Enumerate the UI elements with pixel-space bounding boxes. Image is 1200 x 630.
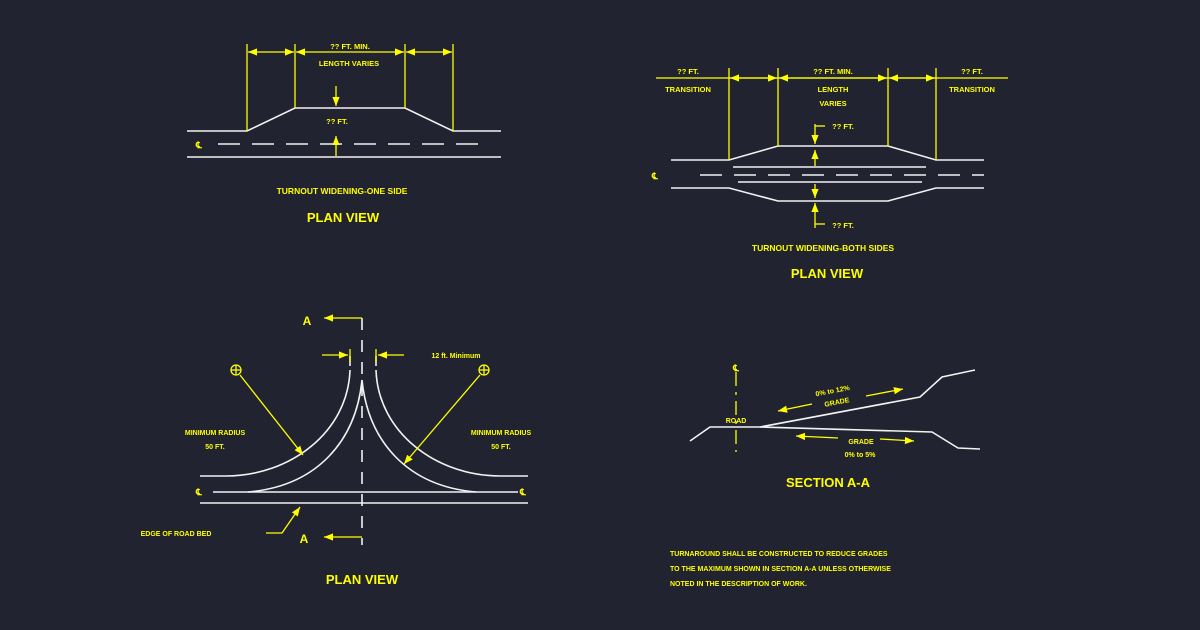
centerline-symbol: ℄	[732, 363, 739, 373]
note-line-1: TURNAROUND SHALL BE CONSTRUCTED TO REDUC…	[670, 551, 888, 558]
inner-curve-right	[361, 379, 477, 493]
both-sides-widening-plan: ℄ ?? FT. TRANSITION ?? FT. MIN. LENGTH V…	[651, 67, 1008, 281]
radius-arrow-right	[403, 374, 481, 465]
plan-view-label: PLAN VIEW	[791, 266, 864, 281]
road-edge-bottom	[671, 187, 984, 202]
radius-center-icon	[478, 364, 490, 376]
radius-label-left: MINIMUM RADIUS	[185, 430, 246, 437]
radius-label-right: MINIMUM RADIUS	[471, 430, 532, 437]
both-sides-caption: TURNOUT WIDENING-BOTH SIDES	[752, 243, 894, 253]
length-varies-label: LENGTH VARIES	[319, 59, 379, 68]
min-length-label: ?? FT. MIN.	[813, 67, 853, 76]
centerline-symbol: ℄	[195, 140, 202, 150]
length-label: LENGTH	[818, 85, 849, 94]
section-title: SECTION A-A	[786, 475, 871, 490]
plan-view-label: PLAN VIEW	[307, 210, 380, 225]
note-line-2: TO THE MAXIMUM SHOWN IN SECTION A-A UNLE…	[670, 566, 891, 573]
varies-label: VARIES	[819, 99, 846, 108]
min-length-label: ?? FT. MIN.	[330, 42, 370, 51]
left-transition-width: ?? FT.	[677, 67, 699, 76]
plan-view-label: PLAN VIEW	[326, 572, 399, 587]
lower-grade-arrow-right	[879, 436, 915, 445]
edge-leader-arrow	[266, 506, 301, 534]
right-transition-label: TRANSITION	[949, 85, 995, 94]
centerline-symbol: ℄	[519, 487, 526, 497]
upper-grade-arrow-left	[777, 403, 813, 413]
right-transition-width: ?? FT.	[961, 67, 983, 76]
inner-curve-left	[247, 379, 363, 493]
centerline-symbol: ℄	[651, 171, 658, 181]
section-a-marker-top: A	[303, 314, 312, 328]
section-a-a: ℄ ROAD 0% to 12% GRADE GRADE 0% to 5% SE…	[689, 363, 981, 490]
radius-center-icon	[230, 364, 242, 376]
road-edge-top-right	[375, 369, 528, 477]
road-edge-top	[187, 107, 501, 132]
centerline-symbol: ℄	[195, 487, 202, 497]
upper-grade-range: 0% to 12%	[815, 385, 851, 399]
width-label: ?? FT.	[326, 117, 348, 126]
upper-grade-arrow-right	[865, 387, 904, 397]
section-a-marker-bottom: A	[300, 532, 309, 546]
top-width-label: ?? FT.	[832, 122, 854, 131]
road-edge-top-left	[200, 369, 351, 477]
general-note: TURNAROUND SHALL BE CONSTRUCTED TO REDUC…	[670, 551, 891, 588]
lower-grade-range: 0% to 5%	[845, 452, 877, 459]
radius-value-left: 50 FT.	[205, 444, 225, 451]
bottom-width-label: ?? FT.	[832, 221, 854, 230]
road-edge-top	[671, 145, 984, 161]
ground-profile-lower	[759, 426, 981, 450]
lower-grade-label: GRADE	[848, 439, 874, 446]
radius-value-right: 50 FT.	[491, 444, 511, 451]
one-side-caption: TURNOUT WIDENING-ONE SIDE	[277, 186, 408, 196]
turnaround-plan: ℄ ℄ A A 12 ft. Minimum MINIMUM RADIUS 50…	[141, 314, 532, 587]
left-transition-label: TRANSITION	[665, 85, 711, 94]
upper-grade-label: GRADE	[824, 397, 850, 409]
ground-profile-upper	[689, 369, 976, 442]
edge-of-road-bed-label: EDGE OF ROAD BED	[141, 531, 212, 538]
one-side-widening-plan: ℄ ?? FT. MIN. LENGTH VARIES ?? FT. TURNO…	[187, 42, 501, 225]
radius-arrow-left	[239, 374, 304, 456]
road-label: ROAD	[726, 418, 747, 425]
lower-grade-arrow-left	[795, 432, 839, 441]
note-line-3: NOTED IN THE DESCRIPTION OF WORK.	[670, 581, 807, 588]
minimum-width-label: 12 ft. Minimum	[431, 353, 480, 360]
